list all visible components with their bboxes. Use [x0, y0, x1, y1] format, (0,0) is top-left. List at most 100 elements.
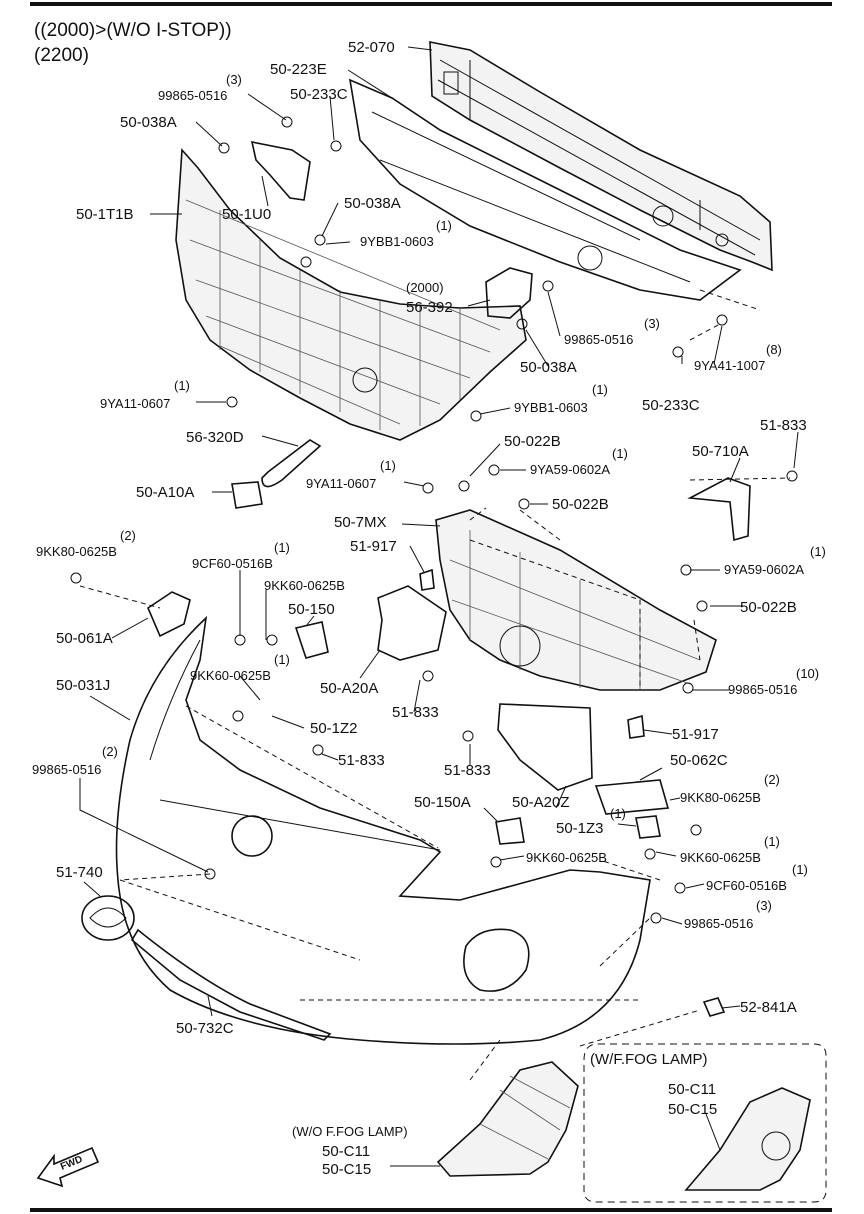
- part-qty: (1): [436, 218, 452, 233]
- bracket-56-392: [485, 267, 533, 319]
- upper-cover: [348, 78, 742, 301]
- part-label: 9KK60-0625B: [190, 668, 271, 683]
- no-fog-label-a: 50-C11: [322, 1143, 370, 1160]
- rod-56-320d: [261, 439, 322, 488]
- part-qty: (1): [274, 540, 290, 555]
- no-fog-labels: (W/O F.FOG LAMP) 50-C11 50-C15: [292, 1124, 408, 1178]
- assembly-lines: [79, 289, 791, 1081]
- part-label: 50-1Z3: [556, 820, 604, 837]
- part-label: 50-150A: [414, 794, 471, 811]
- part-label: 99865-0516: [564, 332, 633, 347]
- bracket-50-062c: [497, 703, 593, 791]
- clip-52-841a: [702, 997, 726, 1017]
- part-qty: (1): [610, 806, 626, 821]
- fog-lamp-box: [583, 1043, 827, 1203]
- part-label: 50-022B: [504, 433, 561, 450]
- fasteners: [70, 116, 798, 924]
- part-label: 9YA59-0602A: [530, 462, 610, 477]
- part-qty: (2): [120, 528, 136, 543]
- grille-support: [435, 509, 717, 691]
- part-qty: (8): [766, 342, 782, 357]
- part-label: 50-038A: [120, 114, 177, 131]
- part-label: 52-070: [348, 39, 395, 56]
- part-label: 50-A20A: [320, 680, 378, 697]
- part-label: 50-038A: [344, 195, 401, 212]
- part-label: 50-710A: [692, 443, 749, 460]
- part-qty: (10): [796, 666, 819, 681]
- part-label: 9YA11-0607: [100, 396, 170, 411]
- part-label: 50-031J: [56, 677, 110, 694]
- part-label: 9KK80-0625B: [680, 790, 761, 805]
- part-label: 51-917: [672, 726, 719, 743]
- clip-50-1z3: [635, 815, 661, 839]
- part-label: 50-1T1B: [76, 206, 134, 223]
- part-label: 50-022B: [552, 496, 609, 513]
- part-qty: (2): [764, 772, 780, 787]
- part-label: 56-320D: [186, 429, 244, 446]
- part-label: 51-833: [760, 417, 807, 434]
- part-label: 9CF60-0516B: [192, 556, 273, 571]
- part-label: 9KK60-0625B: [680, 850, 761, 865]
- part-qty: (2): [102, 744, 118, 759]
- part-qty: (3): [756, 898, 772, 913]
- part-label: 50-A10A: [136, 484, 194, 501]
- part-label: 99865-0516: [158, 88, 227, 103]
- part-qty: (1): [592, 382, 608, 397]
- clip-51-917-a: [419, 568, 435, 591]
- bumper-reinforcement: [429, 41, 773, 272]
- clip-51-917-b: [627, 714, 645, 739]
- no-fog-label-b: 50-C15: [322, 1161, 371, 1178]
- part-qty: (1): [810, 544, 826, 559]
- part-label: 9YA11-0607: [306, 476, 376, 491]
- part-label: 51-740: [56, 864, 103, 881]
- bracket-50-a20a: [377, 585, 447, 661]
- part-label: 9YA59-0602A: [724, 562, 804, 577]
- part-label: 50-233C: [290, 86, 348, 103]
- part-label: 50-233C: [642, 397, 700, 414]
- part-qty: (1): [174, 378, 190, 393]
- part-label: 50-1Z2: [310, 720, 358, 737]
- part-label: 99865-0516: [32, 762, 101, 777]
- bezel-without-fog: [436, 1061, 579, 1177]
- bracket-50-710a: [687, 477, 751, 542]
- part-label: 9CF60-0516B: [706, 878, 787, 893]
- part-label: 9YBB1-0603: [360, 234, 434, 249]
- header-line-2: (2200): [34, 45, 89, 66]
- part-label: 51-833: [338, 752, 385, 769]
- part-qty: (1): [380, 458, 396, 473]
- part-qty: (3): [226, 72, 242, 87]
- part-label: 50-062C: [670, 752, 728, 769]
- bracket-50-1u0: [250, 140, 311, 201]
- bumper-fascia: [115, 615, 651, 1045]
- fog-box-title: (W/F.FOG LAMP): [590, 1051, 708, 1068]
- part-label: 50-061A: [56, 630, 113, 647]
- part-label: 9YA41-1007: [694, 358, 765, 373]
- part-label: 99865-0516: [684, 916, 753, 931]
- drawing-layer: [36, 41, 827, 1203]
- fwd-arrow-icon: [36, 1146, 100, 1188]
- part-labels: 52-070 50-223E (3) 99865-0516 50-233C 50…: [32, 39, 826, 1037]
- front-grille: [175, 148, 527, 441]
- part-label: 9KK60-0625B: [526, 850, 607, 865]
- lower-trim-50-732c: [130, 928, 332, 1041]
- part-qty: (1): [792, 862, 808, 877]
- part-qty: (1): [612, 446, 628, 461]
- part-qty: (2000): [406, 280, 444, 295]
- part-label: 50-223E: [270, 61, 327, 78]
- part-label: 51-833: [444, 762, 491, 779]
- bottom-rule: [30, 1208, 832, 1212]
- header-line-1: ((2000)>(W/O I-STOP)): [34, 20, 232, 41]
- part-label: 51-917: [350, 538, 397, 555]
- part-qty: (3): [644, 316, 660, 331]
- clip-50-150a: [495, 817, 525, 845]
- part-qty: (1): [274, 652, 290, 667]
- bracket-50-061a: [147, 591, 191, 638]
- top-rule: [30, 2, 832, 6]
- bracket-50-a20z: [594, 779, 670, 815]
- part-label: 52-841A: [740, 999, 797, 1016]
- part-label: 56-392: [406, 299, 453, 316]
- fog-box-label-b: 50-C15: [668, 1101, 717, 1118]
- part-qty: (1): [764, 834, 780, 849]
- fog-box-labels: (W/F.FOG LAMP) 50-C11 50-C15: [590, 1051, 717, 1118]
